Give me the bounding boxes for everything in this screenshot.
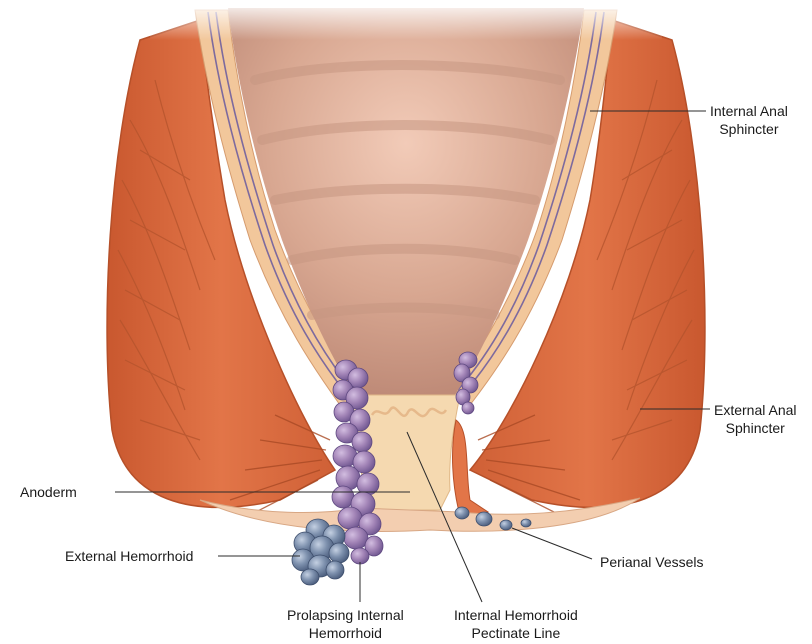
label-internal-anal-sphincter: Internal Anal Sphincter — [710, 102, 788, 138]
label-prolapsing-internal-hemorrhoid: Prolapsing Internal Hemorrhoid — [287, 606, 404, 642]
label-perianal-vessels: Perianal Vessels — [600, 553, 704, 571]
label-anoderm: Anoderm — [20, 483, 77, 501]
leader-perianal-vessels — [512, 528, 592, 559]
label-external-hemorrhoid: External Hemorrhoid — [65, 547, 193, 565]
label-internal-hemorrhoid-pectinate-line: Internal Hemorrhoid Pectinate Line — [454, 606, 578, 642]
external-hemorrhoid — [292, 519, 349, 585]
label-external-anal-sphincter: External Anal Sphincter — [714, 401, 797, 437]
